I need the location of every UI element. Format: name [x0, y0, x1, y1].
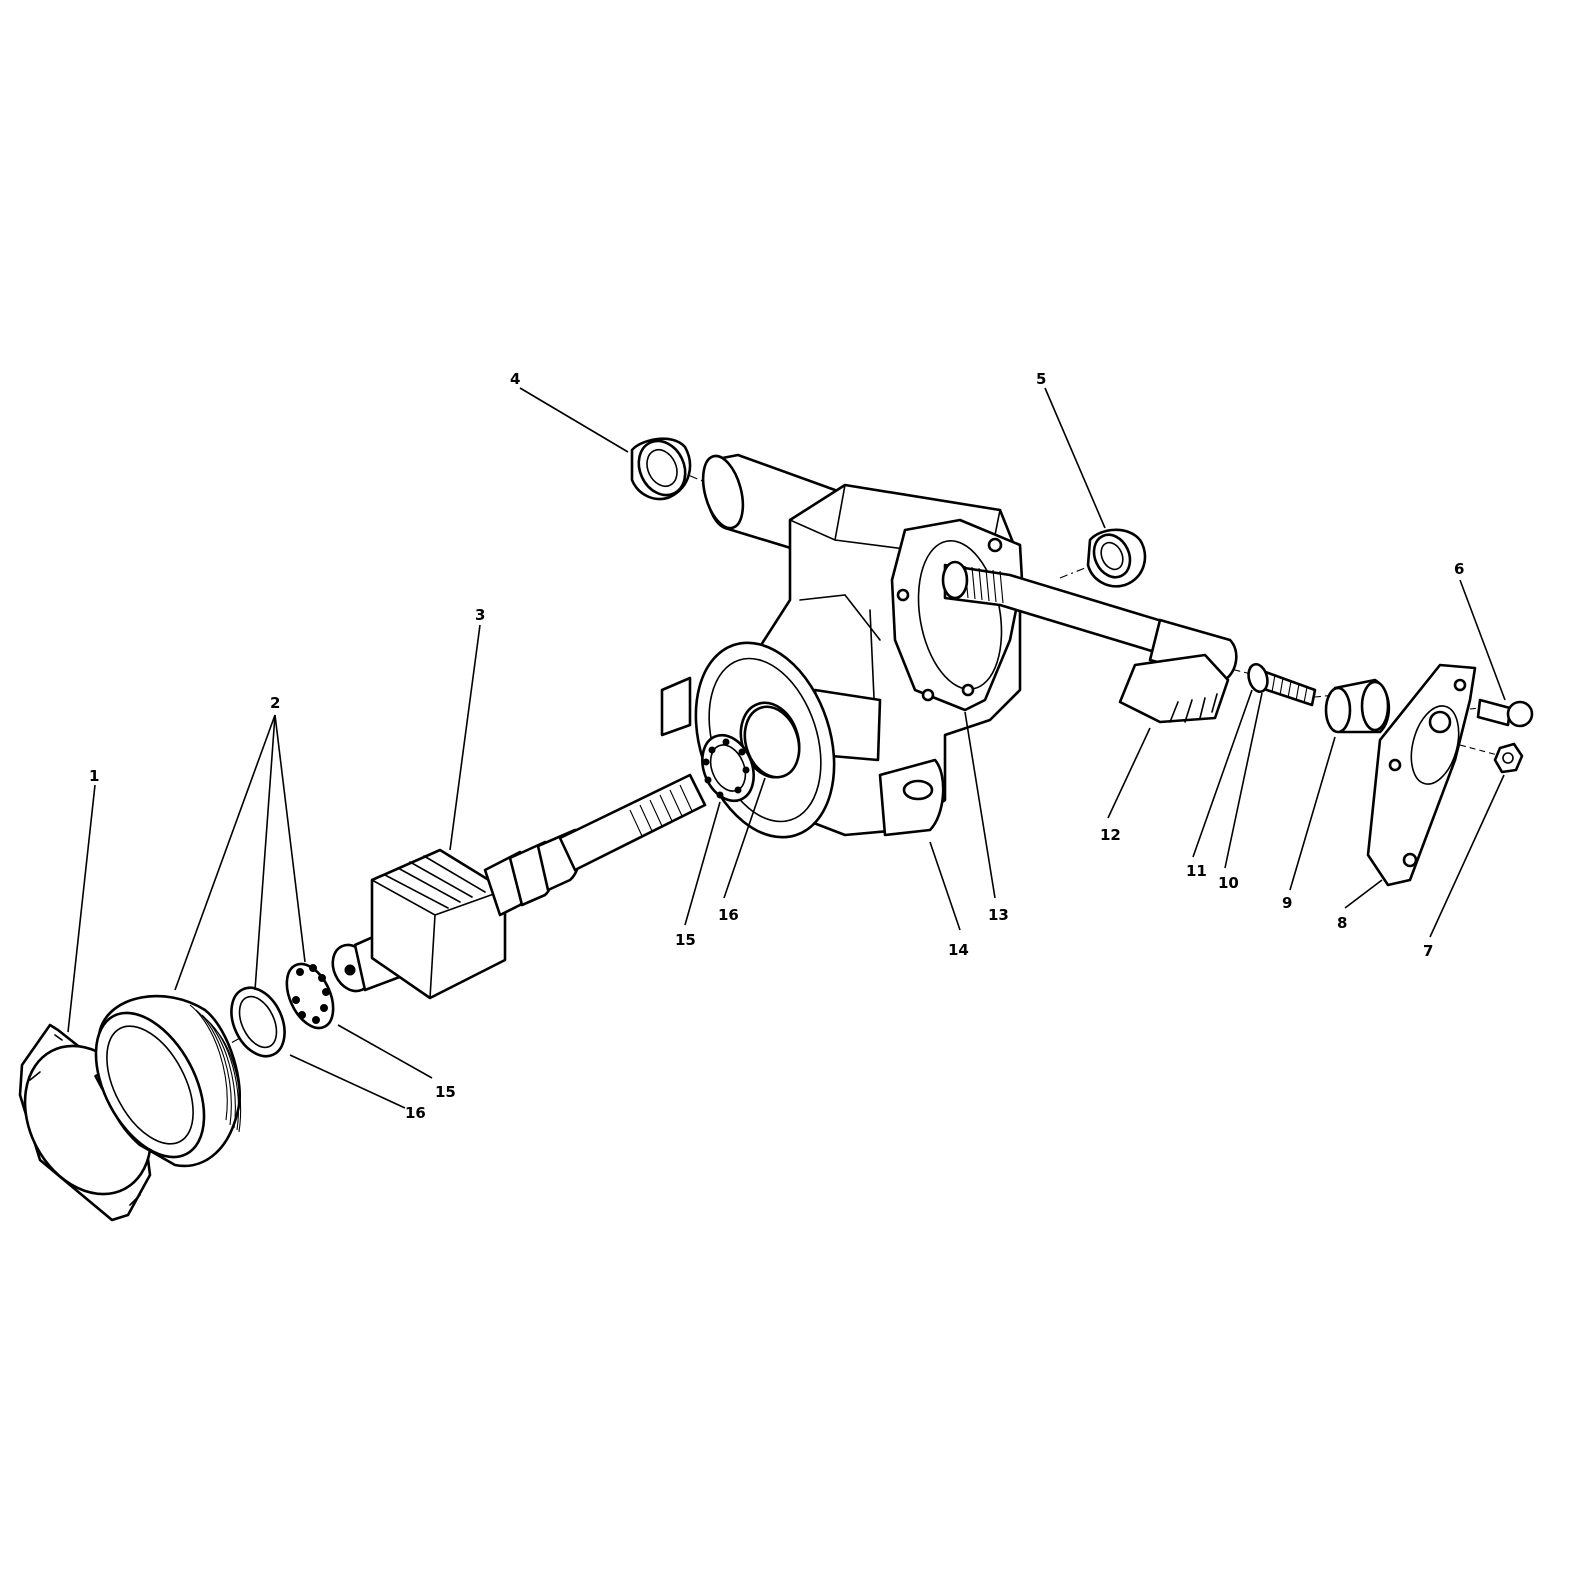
part-5-seal [1086, 528, 1147, 588]
part-12-sector-shaft [941, 560, 1238, 724]
part-7-lock-nut [1493, 742, 1524, 774]
callout-15-right: 15 [675, 931, 696, 949]
callout-9: 9 [1282, 894, 1292, 912]
callout-1: 1 [89, 767, 99, 785]
part-15-right-bearing [701, 733, 755, 803]
part-9-bushing [1324, 678, 1391, 734]
leader-lines [67, 387, 1506, 1109]
part-3-worm-shaft-ball-nut [331, 773, 707, 1000]
part-10-lash-adjuster-screw [1256, 668, 1317, 707]
callout-16-right: 16 [718, 906, 739, 924]
callout-12: 12 [1100, 826, 1121, 844]
callout-14: 14 [948, 941, 969, 959]
part-16-right-cup [743, 705, 801, 779]
part-15-left-bearing [285, 962, 335, 1030]
callout-7: 7 [1423, 942, 1433, 960]
callout-2: 2 [270, 694, 280, 712]
callout-10: 10 [1218, 874, 1239, 892]
callout-15-left: 15 [435, 1083, 456, 1101]
callout-5: 5 [1036, 370, 1046, 388]
callout-8: 8 [1337, 914, 1347, 932]
part-11-shim [1247, 662, 1269, 694]
part-16-left-race [230, 986, 286, 1058]
part-6-bolt [1476, 698, 1534, 728]
callout-3: 3 [475, 606, 485, 624]
part-2-adjuster-plug [94, 994, 242, 1168]
part-8-side-cover [1366, 663, 1477, 887]
callout-labels: 1 2 3 4 5 6 7 8 9 10 11 12 13 14 15 16 1… [89, 370, 1464, 1122]
callout-6: 6 [1454, 560, 1464, 578]
callout-4: 4 [510, 370, 520, 388]
part-14-gear-housing [660, 453, 1024, 839]
callout-11: 11 [1186, 862, 1207, 880]
part-4-seal [630, 437, 692, 501]
callout-16-left: 16 [405, 1104, 426, 1122]
callout-13: 13 [988, 906, 1009, 924]
